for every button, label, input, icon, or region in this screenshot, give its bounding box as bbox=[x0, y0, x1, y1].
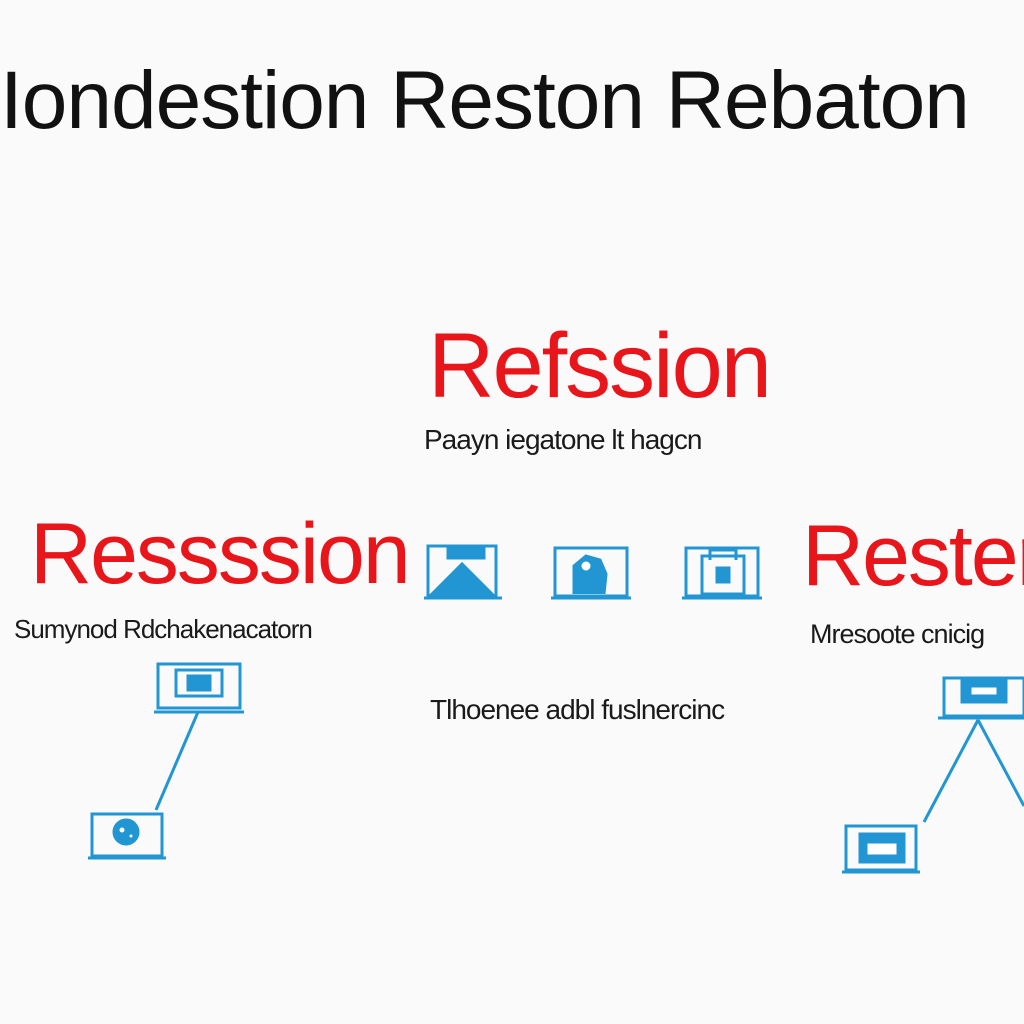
left-heading: Ressssion bbox=[30, 506, 411, 602]
client-monitor-icon bbox=[842, 824, 920, 874]
center-caption-top: Paayn iegatone lt hagcn bbox=[424, 424, 702, 455]
left-connector-line bbox=[154, 711, 200, 811]
landscape-monitor-icon bbox=[424, 544, 502, 600]
server-monitor-icon bbox=[154, 662, 244, 714]
right-connector-line-a bbox=[922, 719, 980, 823]
globe-monitor-icon bbox=[88, 812, 166, 860]
right-heading: Rester bbox=[802, 508, 1024, 604]
right-caption: Mresoote cnicig bbox=[810, 619, 985, 649]
right-connector-line-b bbox=[976, 719, 1024, 807]
left-caption: Sumynod Rdchakenacatorn bbox=[14, 614, 313, 644]
center-heading: Refssion bbox=[428, 315, 772, 417]
portrait-monitor-icon bbox=[551, 546, 631, 600]
diagram-title: Iondestion Reston Rebaton bbox=[0, 55, 970, 146]
locked-monitor-icon bbox=[682, 546, 762, 600]
center-caption-bottom: Tlhoenee adbl fuslnercinc bbox=[430, 694, 725, 725]
router-monitor-icon bbox=[938, 676, 1024, 720]
